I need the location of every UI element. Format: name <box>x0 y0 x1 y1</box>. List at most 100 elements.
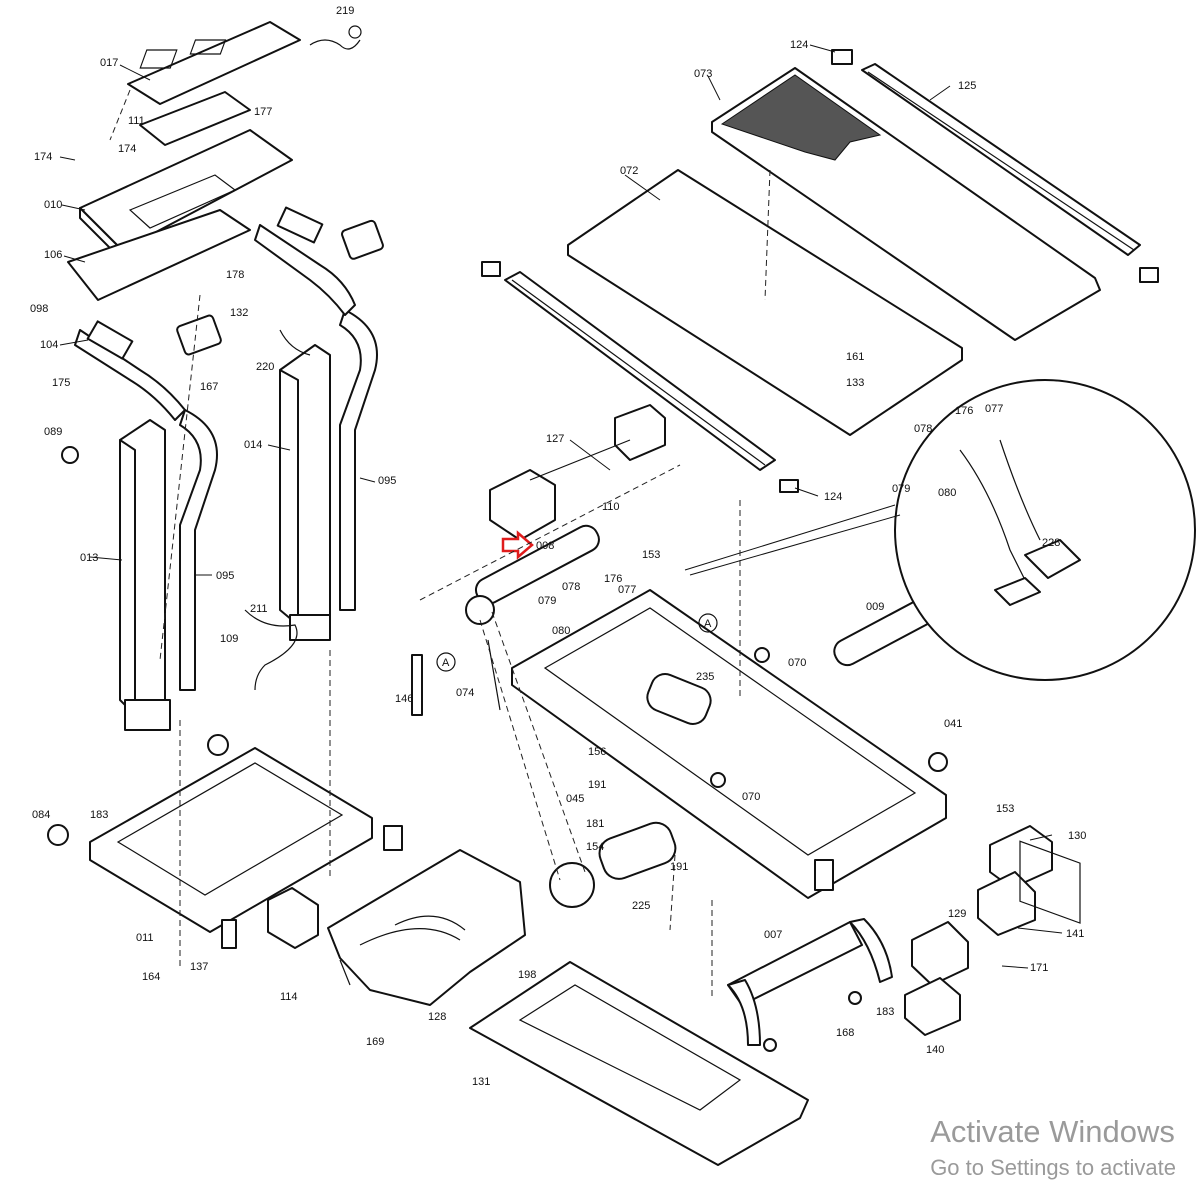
part-label: 078 <box>914 423 932 435</box>
watermark-subtitle: Go to Settings to activate <box>930 1155 1176 1180</box>
part-label: 017 <box>100 57 118 69</box>
part-label: 130 <box>1068 830 1086 842</box>
part-label: 041 <box>944 718 962 730</box>
handrail-left <box>74 329 218 691</box>
part-label: 132 <box>230 307 248 319</box>
part-label: 080 <box>552 625 570 637</box>
part-label: 073 <box>694 68 712 80</box>
part-label: 084 <box>32 809 50 821</box>
part-label: 164 <box>142 971 160 983</box>
detail-callout <box>684 379 1196 924</box>
rear-end-caps <box>904 825 1053 1036</box>
part-labels: 219 017 177 111 174 174 010 106 178 098 … <box>30 5 1086 1088</box>
part-label: 167 <box>200 381 218 393</box>
part-label: 174 <box>118 143 136 155</box>
console-base-plate <box>67 209 251 301</box>
part-label: 089 <box>44 426 62 438</box>
belt-pad <box>711 67 1101 341</box>
part-label: 198 <box>518 969 536 981</box>
base-frame <box>47 734 403 949</box>
part-label: 098 <box>30 303 48 315</box>
part-label: 175 <box>52 377 70 389</box>
watermark-title: Activate Windows <box>930 1114 1175 1149</box>
part-label: 010 <box>44 199 62 211</box>
part-label: 127 <box>546 433 564 445</box>
part-label: 191 <box>670 861 688 873</box>
part-label: 109 <box>220 633 238 645</box>
match-markers: A A <box>436 613 718 672</box>
part-label: 079 <box>892 483 910 495</box>
small-hardware <box>61 446 948 1052</box>
part-label: 154 <box>586 841 604 853</box>
part-label: 070 <box>742 791 760 803</box>
part-label: 077 <box>985 403 1003 415</box>
part-label: 079 <box>538 595 556 607</box>
part-label: 128 <box>428 1011 446 1023</box>
part-label: 111 <box>128 115 145 127</box>
part-label: 013 <box>80 552 98 564</box>
upright-left <box>119 419 171 731</box>
highlight-arrow <box>501 530 534 560</box>
incline-frame <box>727 918 893 1046</box>
part-label: 074 <box>456 687 474 699</box>
part-label: 153 <box>996 803 1014 815</box>
front-roller <box>465 524 600 625</box>
part-label: 133 <box>846 377 864 389</box>
part-label: 106 <box>44 249 62 261</box>
side-rail-right <box>861 63 1141 256</box>
part-label: 007 <box>764 929 782 941</box>
rail-end-caps <box>481 49 1159 493</box>
part-label: 220 <box>256 361 274 373</box>
part-label: 008 <box>536 540 554 552</box>
activation-watermark: Activate Windows Go to Settings to activ… <box>930 1112 1176 1184</box>
part-label: 146 <box>395 693 413 705</box>
part-label: 011 <box>136 932 154 944</box>
part-label: 161 <box>846 351 864 363</box>
part-label: 070 <box>788 657 806 669</box>
part-label: 104 <box>40 339 58 351</box>
marker-a: A <box>704 618 712 630</box>
marker-a: A <box>442 657 450 669</box>
console-overlay <box>127 21 301 105</box>
upright-wiring <box>244 329 311 691</box>
part-label: 124 <box>824 491 842 503</box>
part-label: 080 <box>938 487 956 499</box>
part-label: 181 <box>586 818 604 830</box>
motor-hood-base <box>469 961 809 1166</box>
safety-key-cord <box>309 25 362 50</box>
part-label: 176 <box>955 405 973 417</box>
part-label: 141 <box>1066 928 1084 940</box>
part-label: 140 <box>926 1044 944 1056</box>
part-label: 178 <box>226 269 244 281</box>
side-rail-left <box>504 271 776 471</box>
part-label: 124 <box>790 39 808 51</box>
upright-right <box>279 344 331 641</box>
part-label: 095 <box>216 570 234 582</box>
part-label: 183 <box>876 1006 894 1018</box>
part-label: 174 <box>34 151 52 163</box>
part-label: 077 <box>618 584 636 596</box>
part-label: 153 <box>642 549 660 561</box>
main-frame <box>511 589 947 899</box>
part-label: 131 <box>472 1076 490 1088</box>
part-label: 171 <box>1030 962 1048 974</box>
handrail-right <box>254 224 378 611</box>
part-label: 219 <box>336 5 354 17</box>
part-label: 156 <box>588 746 606 758</box>
part-label: 078 <box>562 581 580 593</box>
console-keypad <box>139 91 251 146</box>
part-label: 009 <box>866 601 884 613</box>
part-label: 129 <box>948 908 966 920</box>
part-label: 137 <box>190 961 208 973</box>
part-label: 072 <box>620 165 638 177</box>
part-label: 125 <box>958 80 976 92</box>
assembly-lines <box>109 89 771 1000</box>
part-label: 235 <box>696 671 714 683</box>
part-label: 110 <box>602 501 620 513</box>
part-label: 114 <box>280 991 298 1003</box>
motor-hood <box>327 849 526 1006</box>
part-label: 095 <box>378 475 396 487</box>
part-label: 191 <box>588 779 606 791</box>
part-label: 169 <box>366 1036 384 1048</box>
